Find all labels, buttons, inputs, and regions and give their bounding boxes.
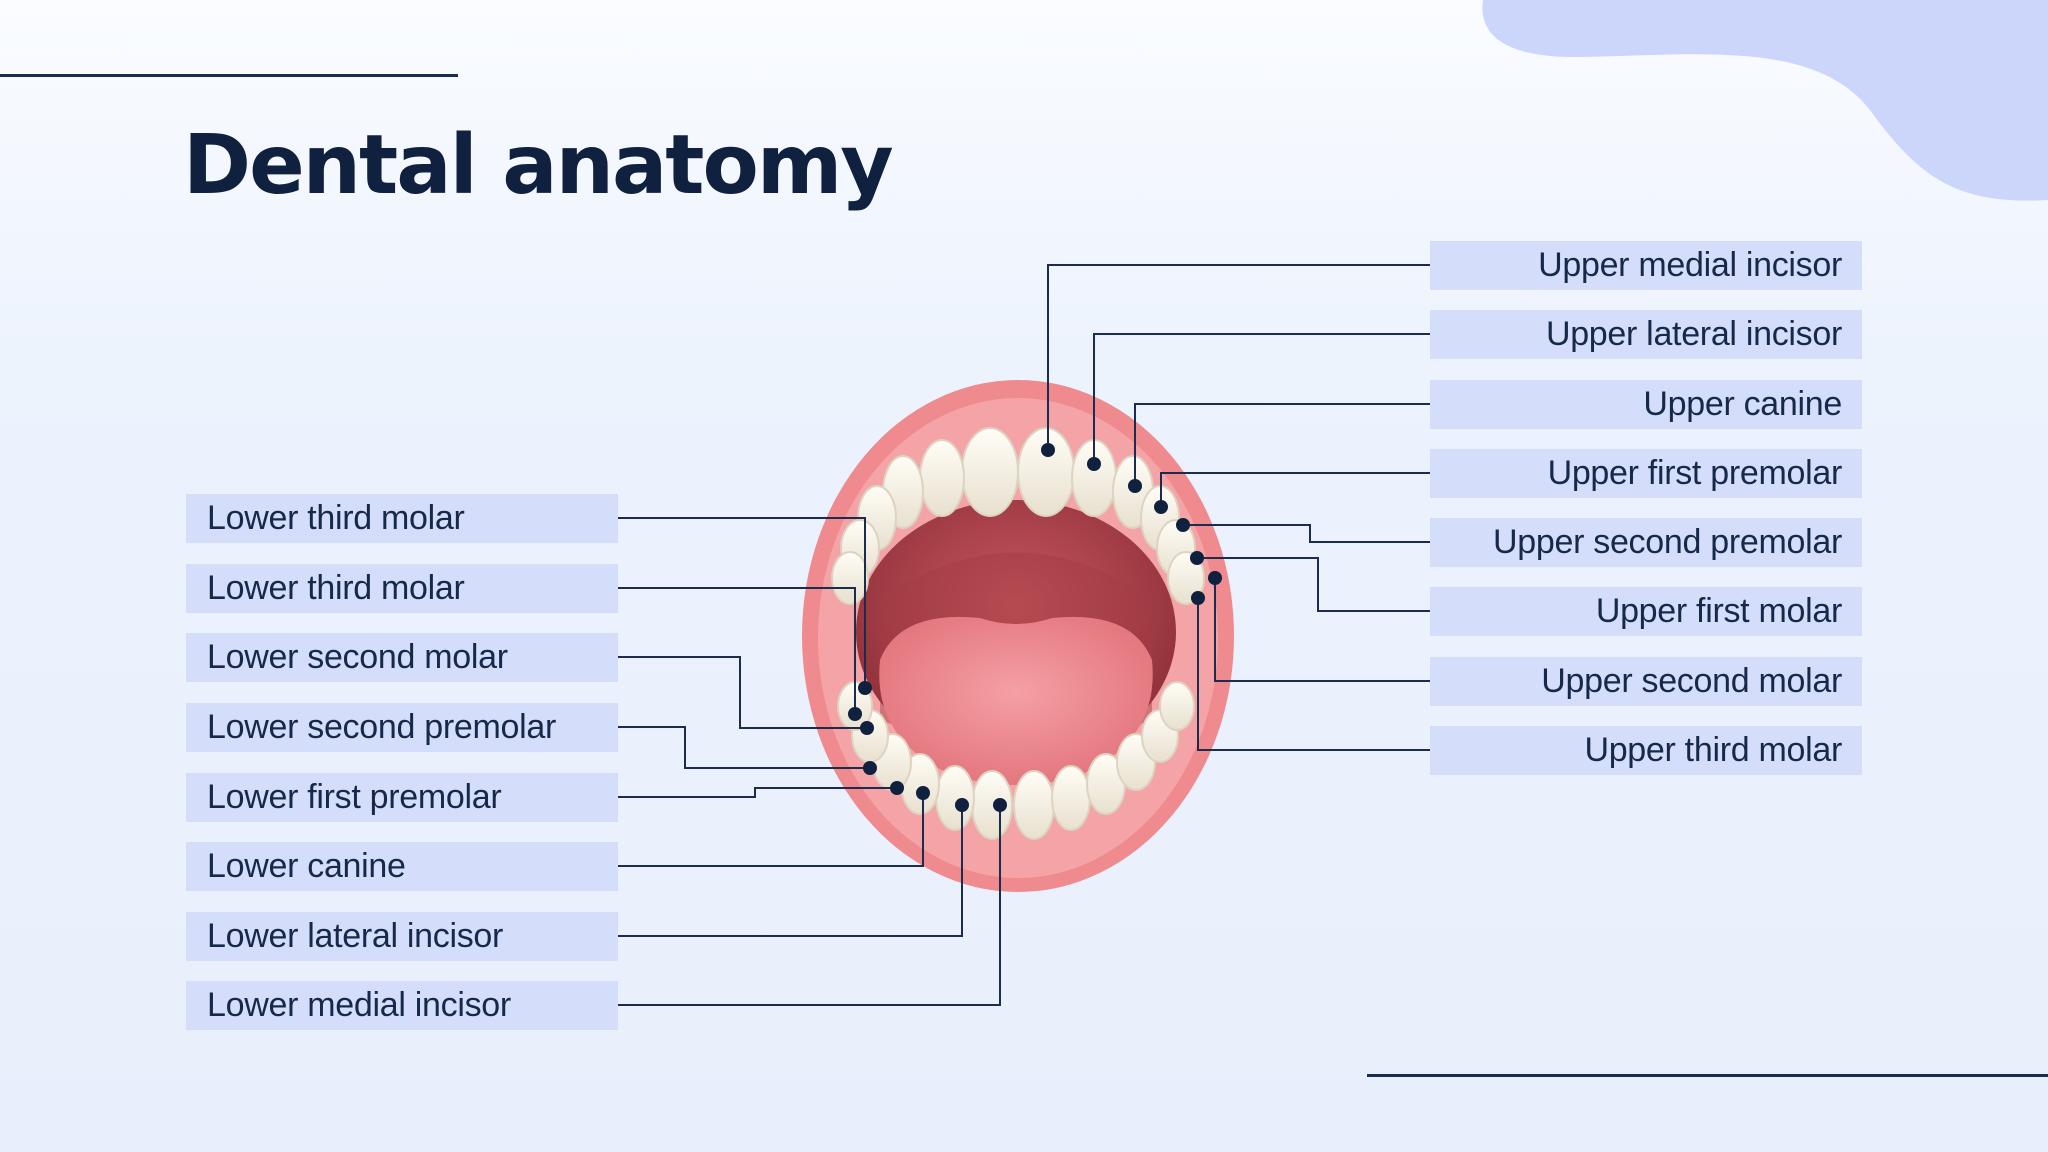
top-left-rule: [0, 74, 458, 77]
leader-line: [1197, 598, 1430, 751]
label-lower-canine: Lower canine: [186, 842, 618, 891]
dot-marker: [1128, 479, 1142, 493]
upper-teeth: [831, 427, 1205, 605]
dot-marker: [848, 707, 862, 721]
dot-marker: [1208, 571, 1222, 585]
dot-marker: [1176, 518, 1190, 532]
tongue: [879, 616, 1153, 785]
dot-marker: [858, 681, 872, 695]
label-lower-third-molar-2: Lower third molar: [186, 564, 618, 613]
leader-lines-right: [1047, 264, 1430, 751]
leader-line: [1197, 557, 1430, 612]
leader-lines-left: [618, 517, 1001, 1006]
markers: [848, 443, 1222, 812]
label-upper-lateral-incisor: Upper lateral incisor: [1430, 310, 1862, 359]
dot-marker: [1154, 500, 1168, 514]
bottom-right-rule: [1367, 1074, 2048, 1077]
dot-marker: [1190, 551, 1204, 565]
dot-marker: [1087, 457, 1101, 471]
leader-line: [618, 517, 866, 688]
dot-marker: [863, 761, 877, 775]
lower-teeth: [837, 681, 1195, 840]
leader-line: [1214, 578, 1430, 682]
dot-marker: [955, 798, 969, 812]
dot-marker: [1191, 591, 1205, 605]
label-lower-medial-incisor: Lower medial incisor: [186, 981, 618, 1030]
dot-marker: [993, 798, 1007, 812]
dot-marker: [916, 786, 930, 800]
leader-line: [618, 805, 963, 937]
leader-line: [618, 656, 867, 729]
label-upper-third-molar: Upper third molar: [1430, 726, 1862, 775]
leader-line: [1183, 524, 1430, 543]
label-lower-lateral-incisor: Lower lateral incisor: [186, 912, 618, 961]
dot-marker: [1041, 443, 1055, 457]
page-title: Dental anatomy: [183, 118, 894, 213]
leader-line: [618, 793, 924, 867]
label-upper-first-molar: Upper first molar: [1430, 587, 1862, 636]
label-upper-canine: Upper canine: [1430, 380, 1862, 429]
leader-line: [1160, 472, 1430, 507]
dot-marker: [860, 721, 874, 735]
dot-marker: [890, 781, 904, 795]
label-lower-third-molar: Lower third molar: [186, 494, 618, 543]
label-upper-second-premolar: Upper second premolar: [1430, 518, 1862, 567]
leader-line: [1134, 403, 1430, 486]
label-upper-second-molar: Upper second molar: [1430, 657, 1862, 706]
leader-line: [618, 726, 870, 769]
leader-line: [1093, 333, 1430, 464]
label-lower-second-molar: Lower second molar: [186, 633, 618, 682]
label-lower-first-premolar: Lower first premolar: [186, 773, 618, 822]
leader-line: [618, 587, 856, 714]
leader-line: [1047, 264, 1430, 450]
label-lower-second-premolar: Lower second premolar: [186, 703, 618, 752]
label-upper-medial-incisor: Upper medial incisor: [1430, 241, 1862, 290]
leader-line: [618, 787, 897, 798]
mouth-illustration: [802, 380, 1234, 892]
label-upper-first-premolar: Upper first premolar: [1430, 449, 1862, 498]
leader-line: [618, 805, 1001, 1006]
